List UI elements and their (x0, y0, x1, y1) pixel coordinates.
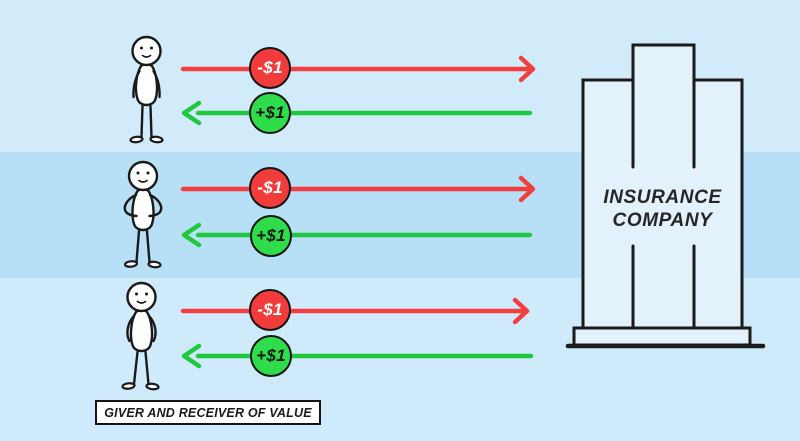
caption-text: GIVER AND RECEIVER OF VALUE (104, 405, 312, 420)
row1-inflow-arrow (181, 100, 533, 126)
insurance-company-label: INSURANCE COMPANY (583, 186, 742, 232)
insurance-building-icon (565, 43, 766, 349)
row1-outflow-badge: -$1 (249, 47, 291, 89)
row2-inflow-badge: +$1 (250, 215, 292, 257)
insurance-company-label-line1: INSURANCE (603, 187, 722, 208)
stick-figure-2-icon (123, 160, 163, 269)
row1-inflow-badge: +$1 (249, 92, 291, 134)
row2-outflow-arrow (180, 175, 536, 203)
stick-figure-1-icon (129, 35, 164, 144)
caption-box: GIVER AND RECEIVER OF VALUE (95, 400, 321, 425)
row3-inflow-badge: +$1 (250, 335, 292, 377)
insurance-company-label-line2: COMPANY (612, 210, 713, 231)
stick-figure-3-icon (121, 281, 160, 391)
row1-outflow-arrow (180, 55, 536, 83)
row2-outflow-badge: -$1 (249, 167, 291, 209)
row3-outflow-badge: -$1 (249, 289, 291, 331)
row3-outflow-arrow (180, 297, 530, 325)
row3-inflow-arrow (181, 343, 534, 369)
row2-inflow-arrow (181, 222, 533, 248)
